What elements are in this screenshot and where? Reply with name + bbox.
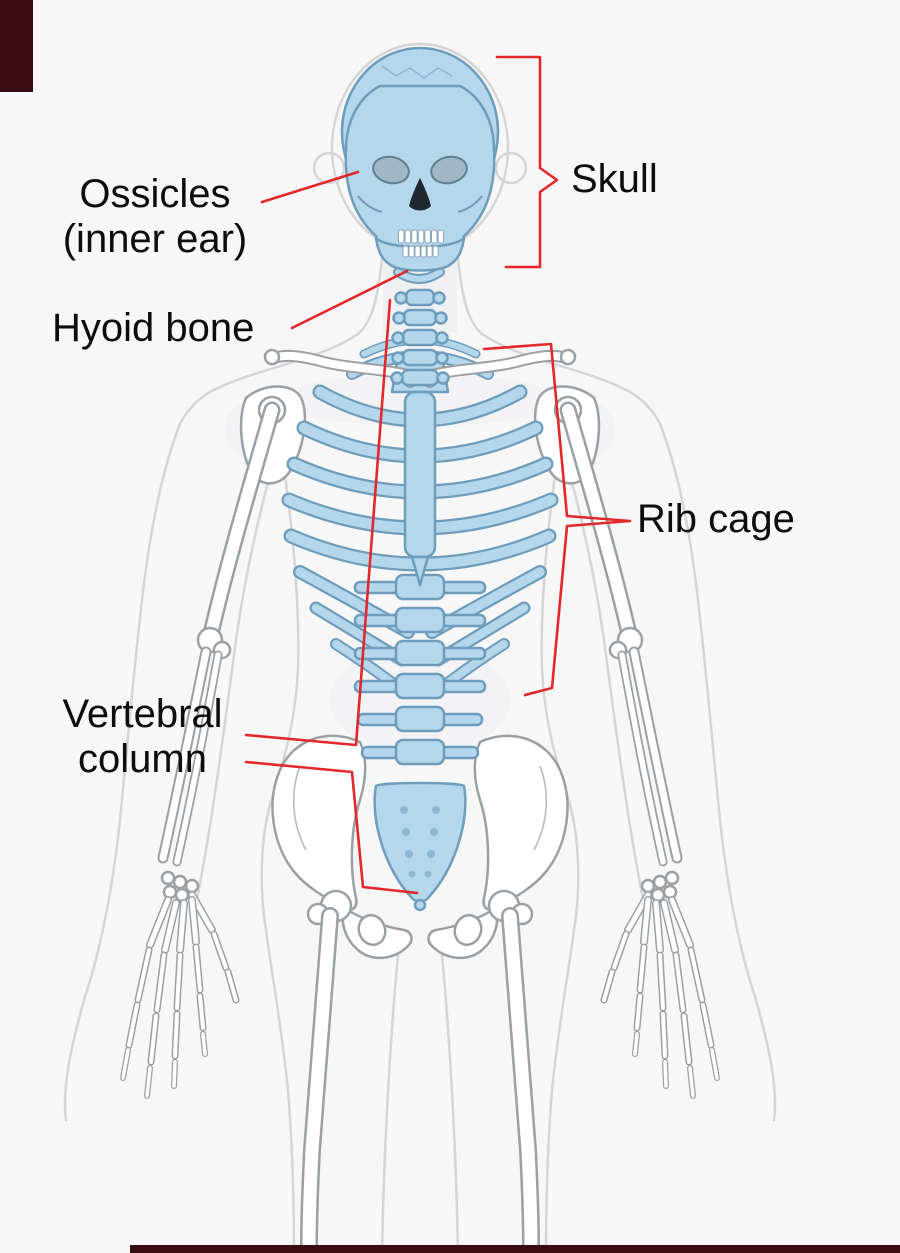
label-vertebral-line1: Vertebral: [62, 692, 223, 736]
artifact-bar-bottom: [130, 1245, 900, 1253]
right-arm-bones: [535, 386, 717, 1096]
teeth: [398, 229, 445, 258]
ilium: [271, 734, 367, 911]
nasal-aperture: [409, 178, 431, 211]
label-vertebral-column: Vertebral column: [35, 692, 250, 782]
artifact-bar-top-left: [0, 0, 33, 92]
left-ear-outline: [312, 151, 346, 185]
label-ossicles-line2: (inner ear): [62, 216, 248, 261]
sacrum: [373, 781, 467, 903]
sternum-drawing: [390, 354, 450, 587]
hyoid-leader-line: [290, 269, 409, 330]
sternum-body: [403, 390, 437, 559]
cervical-spine-drawing: [390, 288, 450, 387]
vertebral-leader-upper: [244, 298, 392, 747]
skull-drawing: [340, 46, 500, 272]
label-ossicles-line1: Ossicles: [79, 172, 231, 216]
label-hyoid-bone: Hyoid bone: [52, 306, 255, 350]
lumbar-vertebrae: [353, 573, 487, 766]
label-ossicles: Ossicles (inner ear): [30, 172, 280, 262]
label-skull: Skull: [571, 157, 658, 201]
ossicles-leader-line: [260, 170, 360, 204]
ribcage-bracket: [482, 342, 632, 697]
vertebral-column-drawing: [353, 573, 487, 912]
left-eye-socket: [372, 155, 410, 185]
left-arm-bones: [120, 385, 307, 1099]
right-ear-outline: [494, 151, 528, 185]
label-rib-cage: Rib cage: [637, 497, 795, 541]
label-vertebral-line2: column: [78, 736, 207, 781]
leader-lines: [244, 55, 632, 895]
vertebral-leader-lower: [244, 760, 419, 895]
coccyx: [413, 898, 427, 912]
right-eye-socket: [430, 155, 468, 185]
obturator-foramen: [357, 913, 387, 947]
finger-bones: [120, 930, 240, 1099]
xiphoid-process: [410, 555, 430, 587]
left-pelvis-bones: [271, 734, 413, 1253]
facial-bones: [344, 84, 496, 252]
metacarpal-bones: [146, 891, 216, 954]
skull-bracket: [495, 55, 559, 269]
